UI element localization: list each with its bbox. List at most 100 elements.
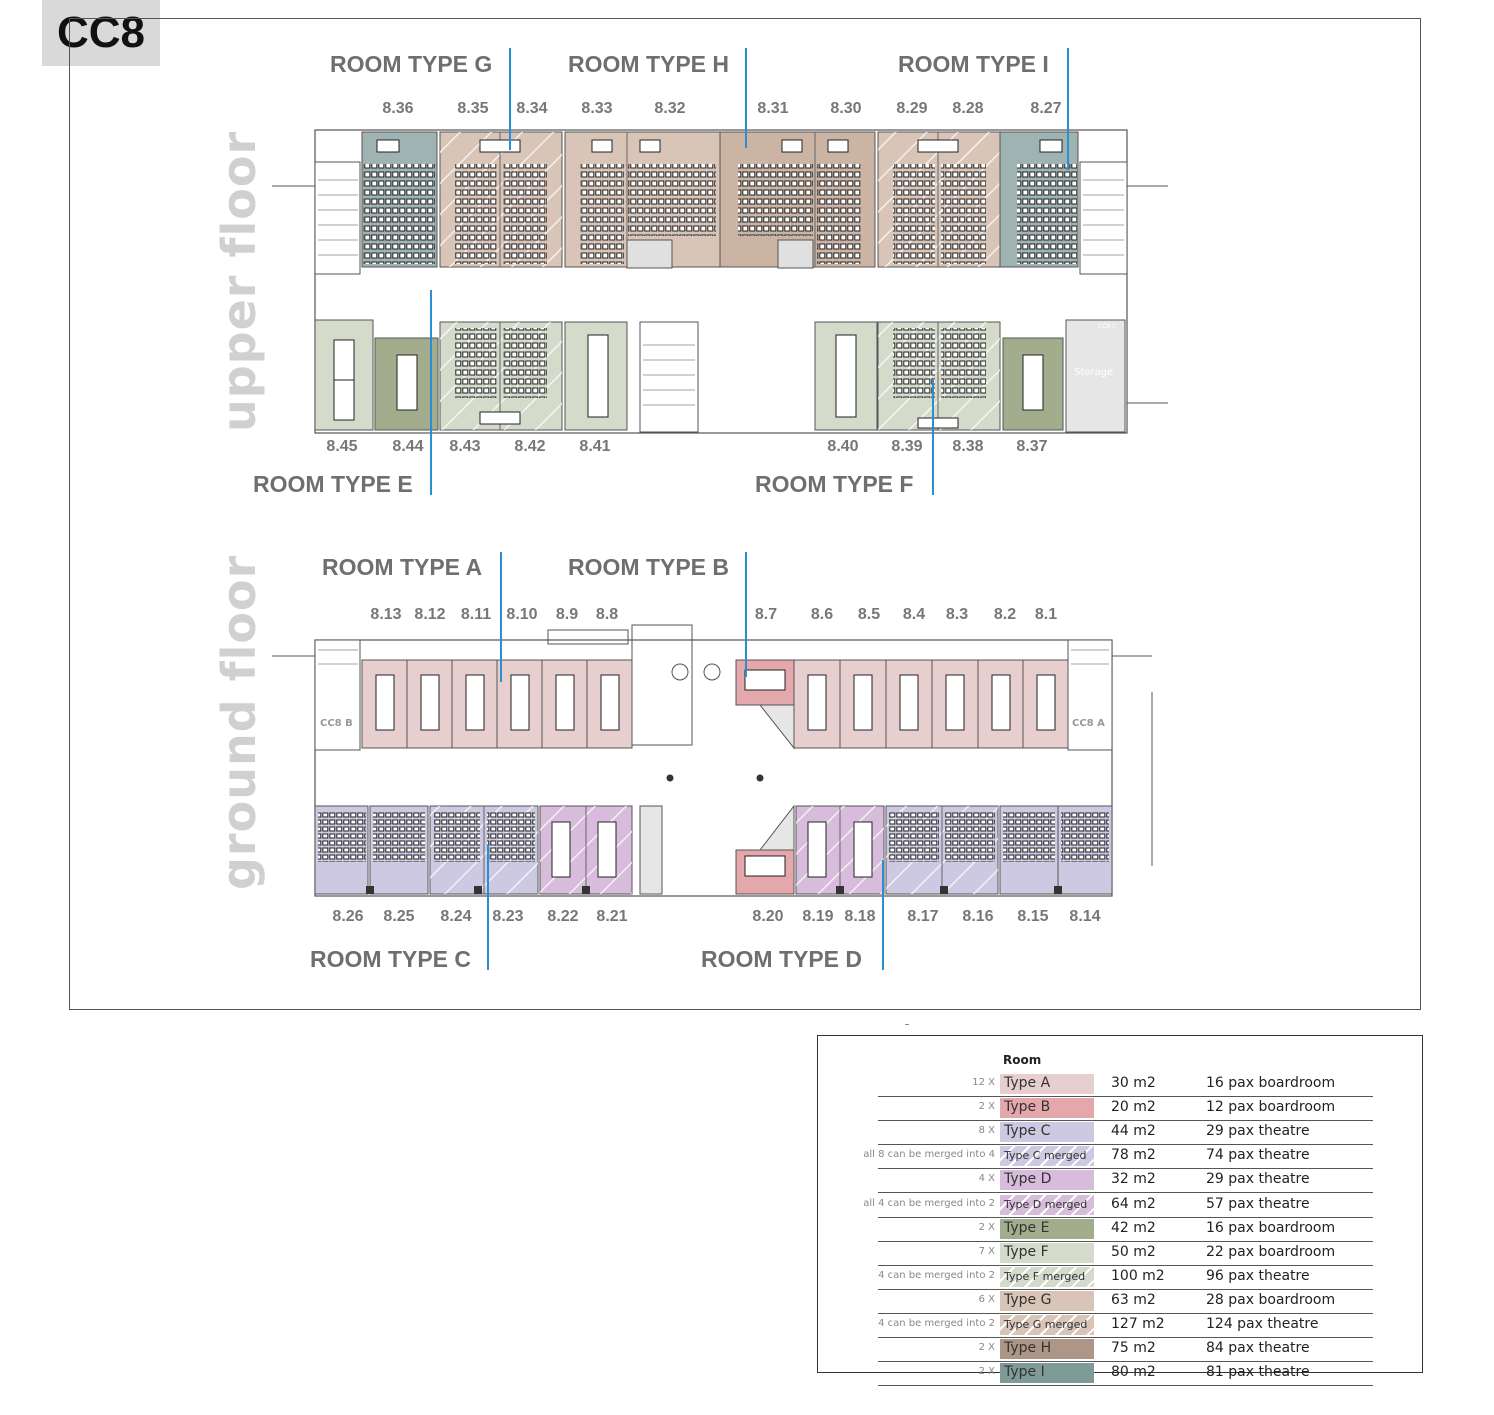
room-type-d-label: ROOM TYPE D [701,946,863,972]
cc8c-label: CC8 C [1098,323,1117,330]
room-number: 8.34 [516,100,548,117]
legend-area: 64 m2 [1111,1195,1156,1212]
room-type-f-leader [932,380,934,495]
room-number: 8.40 [827,438,859,455]
room-number: 8.23 [492,908,524,925]
room-type-e-label: ROOM TYPE E [253,471,413,497]
legend-count: 8 X [978,1125,995,1137]
room-number: 8.1 [1034,606,1058,623]
legend-capacity: 12 pax boardroom [1206,1099,1336,1116]
legend-swatch [1000,1074,1094,1094]
legend-count: 6 X [978,1293,995,1305]
upper-floor-plan [272,129,1168,434]
legend-swatch [1000,1218,1094,1239]
room-number: 8.18 [844,908,876,925]
storage-label: Storage [1074,367,1114,378]
legend-type: Type G merged [1004,1318,1088,1331]
room-number: 8.11 [460,606,492,623]
legend-count: 4 X [978,1173,995,1185]
ground-floor-plan [272,624,1153,897]
room-number: 8.33 [581,100,613,117]
legend-capacity: 84 pax theatre [1206,1340,1310,1357]
room-type-i-leader [1067,48,1069,170]
legend-capacity: 29 pax theatre [1206,1123,1310,1140]
room-number: 8.37 [1016,438,1048,455]
legend-area: 100 m2 [1111,1267,1165,1284]
room-number: 8.7 [754,606,778,623]
room-number: 8.2 [993,606,1017,623]
legend-swatch [1000,1122,1094,1143]
room-number: 8.10 [506,606,538,623]
room-number: 8.31 [757,100,789,117]
room-number: 8.22 [547,908,579,925]
room-type-e-leader [430,290,432,495]
legend-type: Type F merged [1004,1269,1086,1283]
legend-area: 78 m2 [1111,1147,1156,1164]
legend-area: 44 m2 [1111,1123,1156,1140]
legend-type: Type F [1004,1243,1049,1260]
legend-row: 4 can be merged into 2 Type F merged 100 m… [878,1265,1373,1290]
legend-type: Type C merged [1004,1149,1087,1163]
room-number: 8.5 [857,606,881,623]
room-number: 8.41 [579,438,611,455]
room-number: 8.19 [802,908,834,925]
legend-capacity: 28 pax boardroom [1206,1291,1336,1308]
legend-area: 42 m2 [1111,1219,1156,1236]
legend-swatch [1000,1098,1094,1119]
room-type-d-leader [882,860,884,970]
room-number: 8.25 [383,908,415,925]
room-type-f-label: ROOM TYPE F [755,471,914,497]
legend-capacity: 16 pax boardroom [1206,1075,1336,1091]
room-number: 8.42 [514,438,546,455]
legend-swatch [1000,1146,1094,1167]
room-number: 8.24 [440,908,472,925]
room-type-b-leader [745,552,747,677]
legend-row: 2 X Type H 75 m2 84 pax theatre [878,1337,1373,1363]
legend-swatch [1000,1242,1094,1263]
legend-type: Type D [1004,1171,1052,1188]
room-number: 8.26 [332,908,364,925]
legend-area: 80 m2 [1111,1364,1156,1381]
legend-type: Type B [1004,1099,1051,1116]
room-type-g-label: ROOM TYPE G [330,51,493,77]
room-type-i-label: ROOM TYPE I [898,51,1049,77]
legend-count: 7 X [978,1245,995,1257]
legend-capacity: 124 pax theatre [1206,1316,1319,1332]
legend-swatch [1000,1363,1094,1384]
legend-swatch [1000,1266,1094,1287]
floor-plan-drawing [272,129,1168,897]
room-number: 8.17 [907,908,939,925]
legend-count: 4 can be merged into 2 [878,1269,995,1281]
legend-count: 4 can be merged into 2 [878,1318,995,1329]
legend-capacity: 22 pax boardroom [1206,1243,1336,1260]
room-number: 8.9 [555,606,579,623]
room-type-h-label: ROOM TYPE H [568,51,730,77]
legend-count: 2 X [978,1221,995,1233]
room-number: 8.29 [896,100,928,117]
room-type-c-leader [487,845,489,970]
room-type-h-leader [745,48,747,148]
legend-swatch [1000,1290,1094,1311]
room-type-g-leader [509,48,511,150]
legend-type: Type A [1004,1075,1051,1091]
room-number: 8.39 [891,438,923,455]
room-number: 8.44 [392,438,424,455]
room-number: 8.14 [1069,908,1101,925]
legend-count: all 4 can be merged into 2 [863,1197,995,1209]
legend-area: 75 m2 [1111,1340,1156,1357]
legend-swatch [1000,1170,1094,1191]
room-number: 8.28 [952,100,984,117]
legend-count: 2 X [978,1342,995,1354]
room-number: 8.3 [945,606,969,623]
legend-type: Type H [1004,1340,1052,1357]
legend-capacity: 57 pax theatre [1206,1195,1310,1212]
